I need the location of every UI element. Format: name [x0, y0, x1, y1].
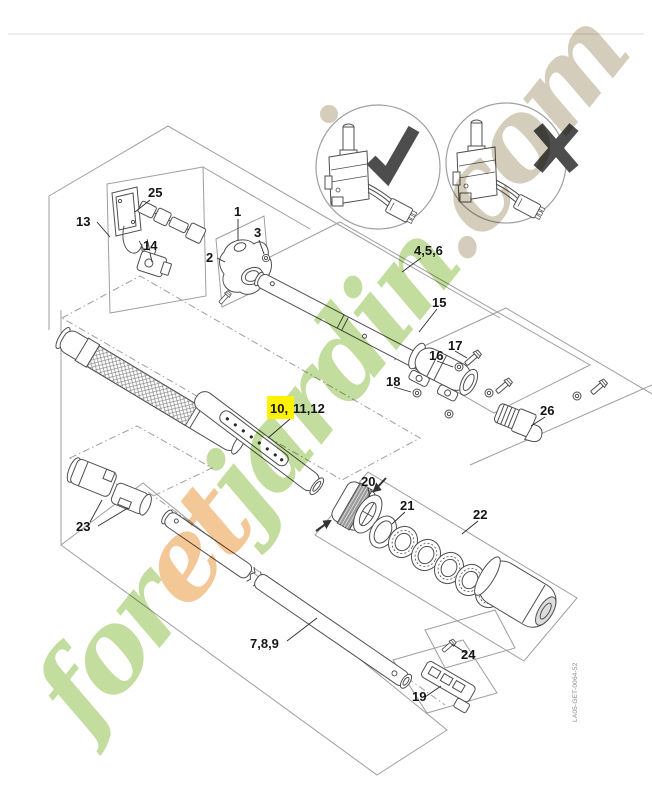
- leader-lines: [89, 199, 546, 698]
- panel-outlines: [48, 125, 652, 776]
- label-10-highlighted: 10,: [270, 401, 288, 416]
- label-10-11-12: 10, 11,12: [267, 396, 325, 419]
- leader-21: [391, 511, 406, 525]
- panel-box-24: [424, 609, 516, 669]
- leader-24: [451, 643, 467, 654]
- leader-20: [367, 487, 371, 498]
- label-25: 25: [148, 185, 162, 200]
- watermark: foretjardin.com: [3, 0, 651, 760]
- assembly-check: [315, 102, 579, 230]
- part-789-tube: [161, 509, 413, 689]
- part-gearhead: [408, 342, 609, 419]
- leader-23: [89, 499, 129, 527]
- label-18: 18: [386, 374, 400, 389]
- label-11-12: 11,12: [293, 401, 325, 416]
- panel-box-gearhead: [393, 307, 652, 395]
- label-26: 26: [540, 403, 554, 418]
- leader-15: [418, 308, 438, 333]
- panel-box-13: [106, 166, 207, 314]
- part-3-nut: [261, 253, 271, 263]
- part-18-nut: [412, 388, 422, 398]
- leader-25: [134, 199, 151, 213]
- label-4-5-6: 4,5,6: [414, 243, 443, 258]
- part-25-harness: [111, 186, 207, 259]
- drawing-code: LA05-GET-0064-52: [572, 662, 579, 722]
- label-24: 24: [461, 647, 476, 662]
- part-drawings: [55, 186, 609, 714]
- leader-789: [286, 617, 318, 642]
- leader-17: [454, 350, 468, 359]
- leader-26: [530, 416, 546, 427]
- part-10-print: [225, 417, 284, 462]
- part-ribbed-shaft: [55, 327, 247, 455]
- part-20-arrow-bottom: [315, 519, 332, 532]
- label-17: 17: [448, 338, 462, 353]
- label-7-8-9: 7,8,9: [250, 636, 279, 651]
- label-10-highlight-box: [267, 396, 294, 419]
- part-17-screw: [462, 348, 483, 368]
- label-21: 21: [400, 498, 414, 513]
- leader-19: [424, 685, 442, 698]
- part-22-sleeve: [474, 556, 557, 628]
- panel-box-19: [392, 639, 498, 714]
- panel-top-sheet: [48, 125, 501, 330]
- leader-456: [401, 257, 422, 273]
- leader-10-11-12: [267, 418, 291, 439]
- label-2: 2: [206, 250, 213, 265]
- leader-2: [216, 257, 226, 263]
- label-16: 16: [429, 348, 443, 363]
- leader-22: [461, 520, 479, 535]
- label-13: 13: [76, 214, 90, 229]
- label-14: 14: [143, 238, 158, 253]
- x-icon: [533, 123, 579, 173]
- part-20-arrow-top: [372, 477, 387, 493]
- label-15: 15: [432, 295, 446, 310]
- part-14-connector: [136, 239, 172, 278]
- part-23-couplers: [66, 457, 152, 516]
- label-22: 22: [473, 507, 487, 522]
- watermark-dot: [320, 105, 338, 123]
- leader-16: [436, 360, 454, 368]
- part-labels: 25 13 14 1 3 2 4,5,6 15 17 16 18 26 10, …: [76, 185, 554, 704]
- panel-connector-line: [202, 166, 311, 230]
- label-1: 1: [234, 204, 241, 219]
- part-20-drum: [331, 481, 383, 534]
- leader-13: [96, 221, 111, 238]
- leader-3: [258, 239, 265, 255]
- part-22-assembly: [315, 477, 557, 628]
- label-3: 3: [254, 225, 261, 240]
- leader-18: [393, 386, 412, 393]
- part-16-nut: [454, 362, 464, 372]
- leader-14: [149, 252, 153, 263]
- label-23: 23: [76, 519, 90, 534]
- part-10-shaft: [194, 391, 325, 496]
- label-20: 20: [361, 474, 375, 489]
- part-21-washer: [369, 515, 397, 549]
- part-26-bracket: [493, 403, 543, 443]
- label-19: 19: [412, 689, 426, 704]
- dash-box-shaft: [60, 275, 422, 481]
- check-icon: [366, 125, 420, 187]
- panel-line-26: [469, 384, 652, 466]
- part-19-latch: [420, 661, 476, 714]
